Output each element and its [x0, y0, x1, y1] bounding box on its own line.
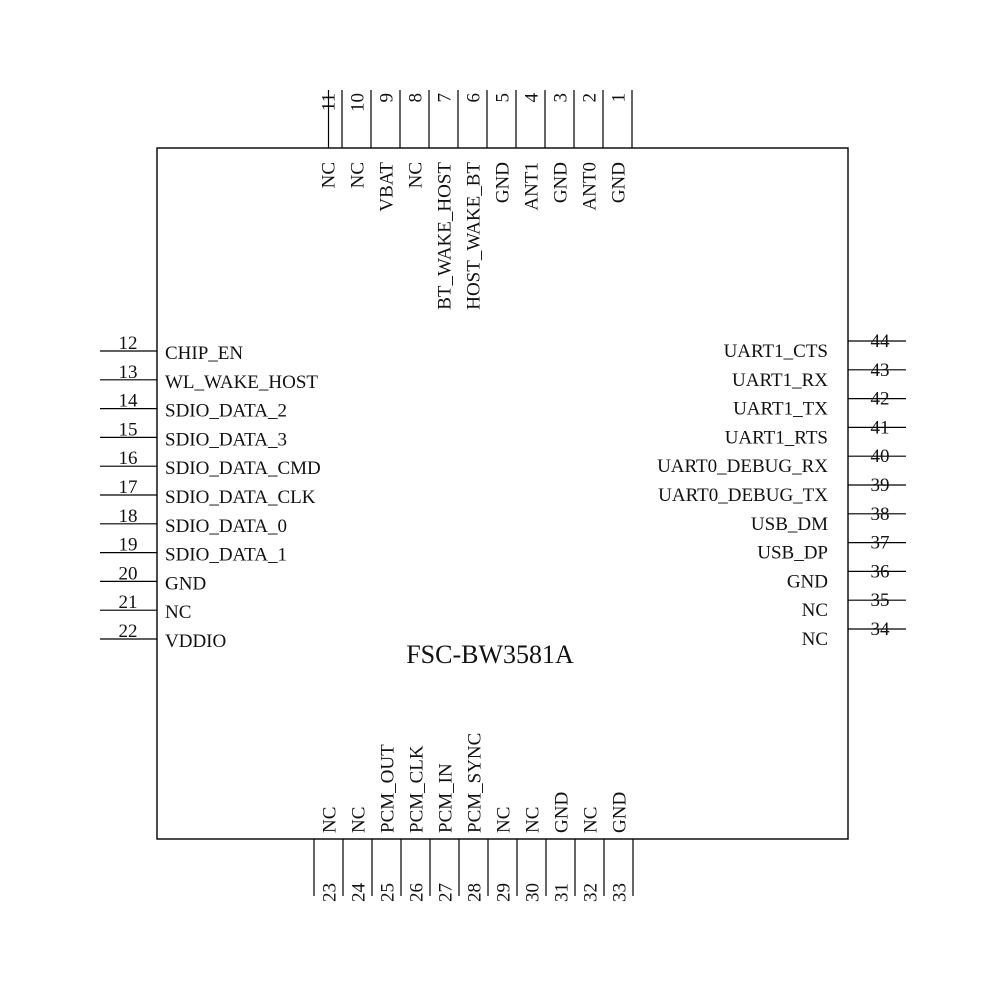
- pin-label-38: USB_DM: [751, 514, 828, 535]
- pin-label-8: NC: [406, 162, 427, 188]
- pin-number-33: 33: [610, 883, 631, 902]
- pin-label-6: HOST_WAKE_BT: [464, 162, 485, 310]
- pin-number-38: 38: [871, 504, 890, 525]
- pin-label-42: UART1_TX: [733, 399, 828, 420]
- pin-label-10: NC: [348, 162, 369, 188]
- pin-label-24: NC: [349, 807, 370, 833]
- pin-label-31: GND: [552, 792, 573, 833]
- pin-number-9: 9: [377, 93, 398, 103]
- pin-label-12: CHIP_EN: [165, 343, 243, 364]
- pin-label-15: SDIO_DATA_3: [165, 429, 287, 450]
- pin-number-19: 19: [119, 535, 138, 556]
- pin-number-17: 17: [119, 477, 138, 498]
- pin-number-22: 22: [119, 621, 138, 642]
- pin-number-37: 37: [871, 533, 890, 554]
- pin-label-16: SDIO_DATA_CMD: [165, 458, 321, 479]
- pin-number-32: 32: [581, 883, 602, 902]
- pin-label-19: SDIO_DATA_1: [165, 545, 287, 566]
- pin-label-21: NC: [165, 602, 191, 623]
- pin-label-13: WL_WAKE_HOST: [165, 372, 318, 393]
- pin-number-7: 7: [435, 93, 456, 103]
- pin-number-30: 30: [523, 883, 544, 902]
- pin-label-2: ANT0: [580, 162, 601, 211]
- pin-number-12: 12: [119, 333, 138, 354]
- pin-label-32: NC: [581, 807, 602, 833]
- pin-number-18: 18: [119, 506, 138, 527]
- pin-number-8: 8: [406, 93, 427, 103]
- pin-number-1: 1: [609, 93, 630, 103]
- pin-label-34: NC: [802, 629, 828, 650]
- pin-label-39: UART0_DEBUG_TX: [658, 485, 828, 506]
- pin-number-5: 5: [493, 93, 514, 103]
- pin-label-27: PCM_IN: [436, 763, 457, 833]
- pin-number-39: 39: [871, 475, 890, 496]
- pin-label-26: PCM_CLK: [407, 745, 428, 833]
- pin-number-13: 13: [119, 362, 138, 383]
- pin-label-9: VBAT: [377, 162, 398, 212]
- pin-number-41: 41: [871, 417, 890, 438]
- pin-label-33: GND: [610, 792, 631, 833]
- pin-number-6: 6: [464, 93, 485, 103]
- pin-number-24: 24: [349, 883, 370, 903]
- pin-number-2: 2: [580, 93, 601, 103]
- pin-label-22: VDDIO: [165, 631, 226, 652]
- pin-number-10: 10: [348, 93, 369, 112]
- pin-number-28: 28: [465, 883, 486, 902]
- pin-label-17: SDIO_DATA_CLK: [165, 487, 316, 508]
- pin-number-20: 20: [119, 563, 138, 584]
- pin-number-29: 29: [494, 883, 515, 902]
- pin-number-31: 31: [552, 883, 573, 902]
- pin-label-25: PCM_OUT: [378, 744, 399, 833]
- pin-number-15: 15: [119, 419, 138, 440]
- pin-label-3: GND: [551, 162, 572, 203]
- pin-label-28: PCM_SYNC: [465, 733, 486, 833]
- pin-label-23: NC: [320, 807, 341, 833]
- pin-number-27: 27: [436, 883, 457, 902]
- pin-label-30: NC: [523, 807, 544, 833]
- pin-label-20: GND: [165, 573, 206, 594]
- pin-label-41: UART1_RTS: [725, 427, 828, 448]
- pin-label-43: UART1_RX: [732, 370, 828, 391]
- part-name: FSC-BW3581A: [406, 640, 574, 669]
- pin-number-23: 23: [320, 883, 341, 902]
- pin-number-36: 36: [871, 561, 890, 582]
- pin-label-35: NC: [802, 600, 828, 621]
- pin-number-26: 26: [407, 883, 428, 902]
- pin-label-4: ANT1: [522, 162, 543, 211]
- module-body: [156, 147, 849, 840]
- pin-label-11: NC: [319, 162, 340, 188]
- pin-number-11: 11: [319, 93, 340, 111]
- pin-label-37: USB_DP: [757, 543, 828, 564]
- pin-number-21: 21: [119, 592, 138, 613]
- pin-number-35: 35: [871, 590, 890, 611]
- pin-number-4: 4: [522, 93, 543, 103]
- pin-number-34: 34: [871, 619, 891, 640]
- pin-number-42: 42: [871, 389, 890, 410]
- pin-label-5: GND: [493, 162, 514, 203]
- pin-number-44: 44: [871, 331, 891, 352]
- pin-number-3: 3: [551, 93, 572, 103]
- pin-number-16: 16: [119, 448, 138, 469]
- pin-label-40: UART0_DEBUG_RX: [657, 456, 828, 477]
- pin-label-44: UART1_CTS: [724, 341, 828, 362]
- pin-label-36: GND: [787, 571, 828, 592]
- pin-number-25: 25: [378, 883, 399, 902]
- pin-number-40: 40: [871, 446, 890, 467]
- pin-label-7: BT_WAKE_HOST: [435, 162, 456, 310]
- pin-label-1: GND: [609, 162, 630, 203]
- pin-label-18: SDIO_DATA_0: [165, 516, 287, 537]
- pin-number-43: 43: [871, 360, 890, 381]
- pin-number-14: 14: [119, 391, 139, 412]
- pin-label-14: SDIO_DATA_2: [165, 401, 287, 422]
- pin-label-29: NC: [494, 807, 515, 833]
